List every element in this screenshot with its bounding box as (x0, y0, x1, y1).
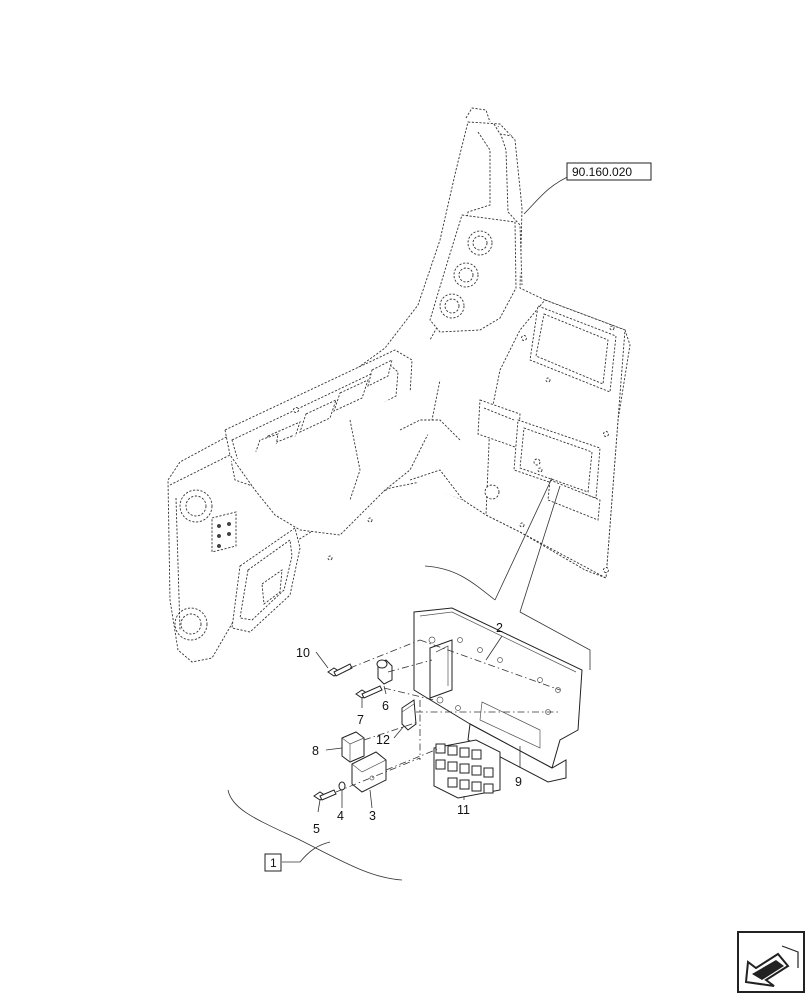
callout-7: 7 (357, 713, 364, 727)
callout-3: 3 (369, 809, 376, 823)
section-break-lower (227, 789, 403, 881)
next-page-arrow-icon[interactable] (737, 931, 805, 993)
callout-labels: 10 2 6 7 12 8 9 5 4 3 11 (296, 621, 522, 836)
assembly-axis-lines (335, 639, 561, 793)
callout-8: 8 (312, 744, 319, 758)
callout-9: 9 (515, 775, 522, 789)
assembly-number-label: 1 (270, 856, 277, 870)
callout-10: 10 (296, 646, 310, 660)
callout-12: 12 (376, 733, 390, 747)
cab-interior-trim-panel (167, 107, 631, 663)
section-break-upper-right (519, 611, 591, 670)
callout-4: 4 (337, 809, 344, 823)
board-leader-right (519, 485, 561, 613)
callout-2: 2 (496, 621, 503, 635)
assembly-number-box: 1 (264, 853, 282, 872)
cross-reference-box[interactable]: 90.160.020 (566, 162, 652, 181)
cross-reference-label: 90.160.020 (572, 165, 632, 179)
section-break-upper (424, 565, 496, 601)
callout-6: 6 (382, 699, 389, 713)
cross-reference-leader (523, 174, 573, 215)
board-leader-left (494, 477, 553, 601)
callout-11: 11 (457, 803, 470, 817)
callout-leaders (282, 174, 573, 863)
relay-board-assembly (313, 607, 583, 801)
callout-5: 5 (313, 822, 320, 836)
